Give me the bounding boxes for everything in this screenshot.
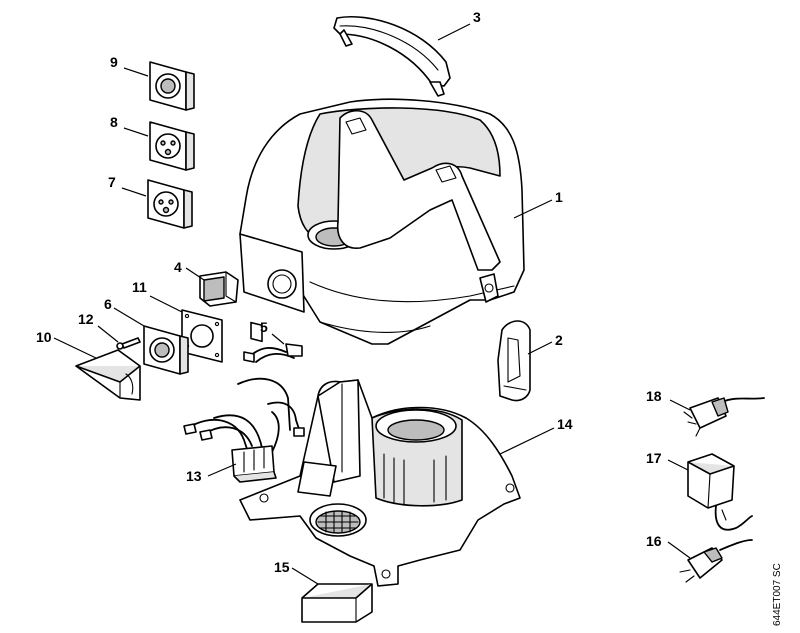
socket-part-6 <box>143 325 189 375</box>
cover-part-10 <box>75 349 141 401</box>
callout-8: 8 <box>110 114 118 130</box>
callout-5: 5 <box>260 319 268 335</box>
wire-bridge-part-5 <box>243 343 303 363</box>
callout-3: 3 <box>473 9 481 25</box>
callout-1: 1 <box>555 189 563 205</box>
handle-part-3 <box>333 16 451 97</box>
callout-18: 18 <box>646 388 662 404</box>
wiring-harness-part-13 <box>183 377 305 483</box>
callout-12: 12 <box>78 311 94 327</box>
plug-part-18 <box>683 397 765 437</box>
latch-clip-part-2 <box>497 320 531 402</box>
callout-7: 7 <box>108 174 116 190</box>
callout-17: 17 <box>646 450 662 466</box>
callout-10: 10 <box>36 329 52 345</box>
callout-2: 2 <box>555 332 563 348</box>
drawing-code: 644ET007 SC <box>772 563 783 626</box>
socket-part-8 <box>149 121 195 171</box>
callout-13: 13 <box>186 468 202 484</box>
switch-part-4 <box>199 271 239 307</box>
filter-pad-part-15 <box>301 583 373 623</box>
plug-part-16 <box>679 539 753 583</box>
callout-6: 6 <box>104 296 112 312</box>
callout-16: 16 <box>646 533 662 549</box>
callout-9: 9 <box>110 54 118 70</box>
leader-lines <box>53 23 691 585</box>
base-housing-part-14 <box>239 379 521 587</box>
plug-part-17 <box>687 453 753 531</box>
callout-14: 14 <box>557 416 573 432</box>
screw-part-12 <box>116 337 141 350</box>
socket-part-7 <box>147 179 193 229</box>
callout-15: 15 <box>274 559 290 575</box>
socket-part-9 <box>149 61 195 111</box>
callout-4: 4 <box>174 259 182 275</box>
callout-11: 11 <box>132 279 147 295</box>
motor-housing-part-1 <box>239 98 525 345</box>
